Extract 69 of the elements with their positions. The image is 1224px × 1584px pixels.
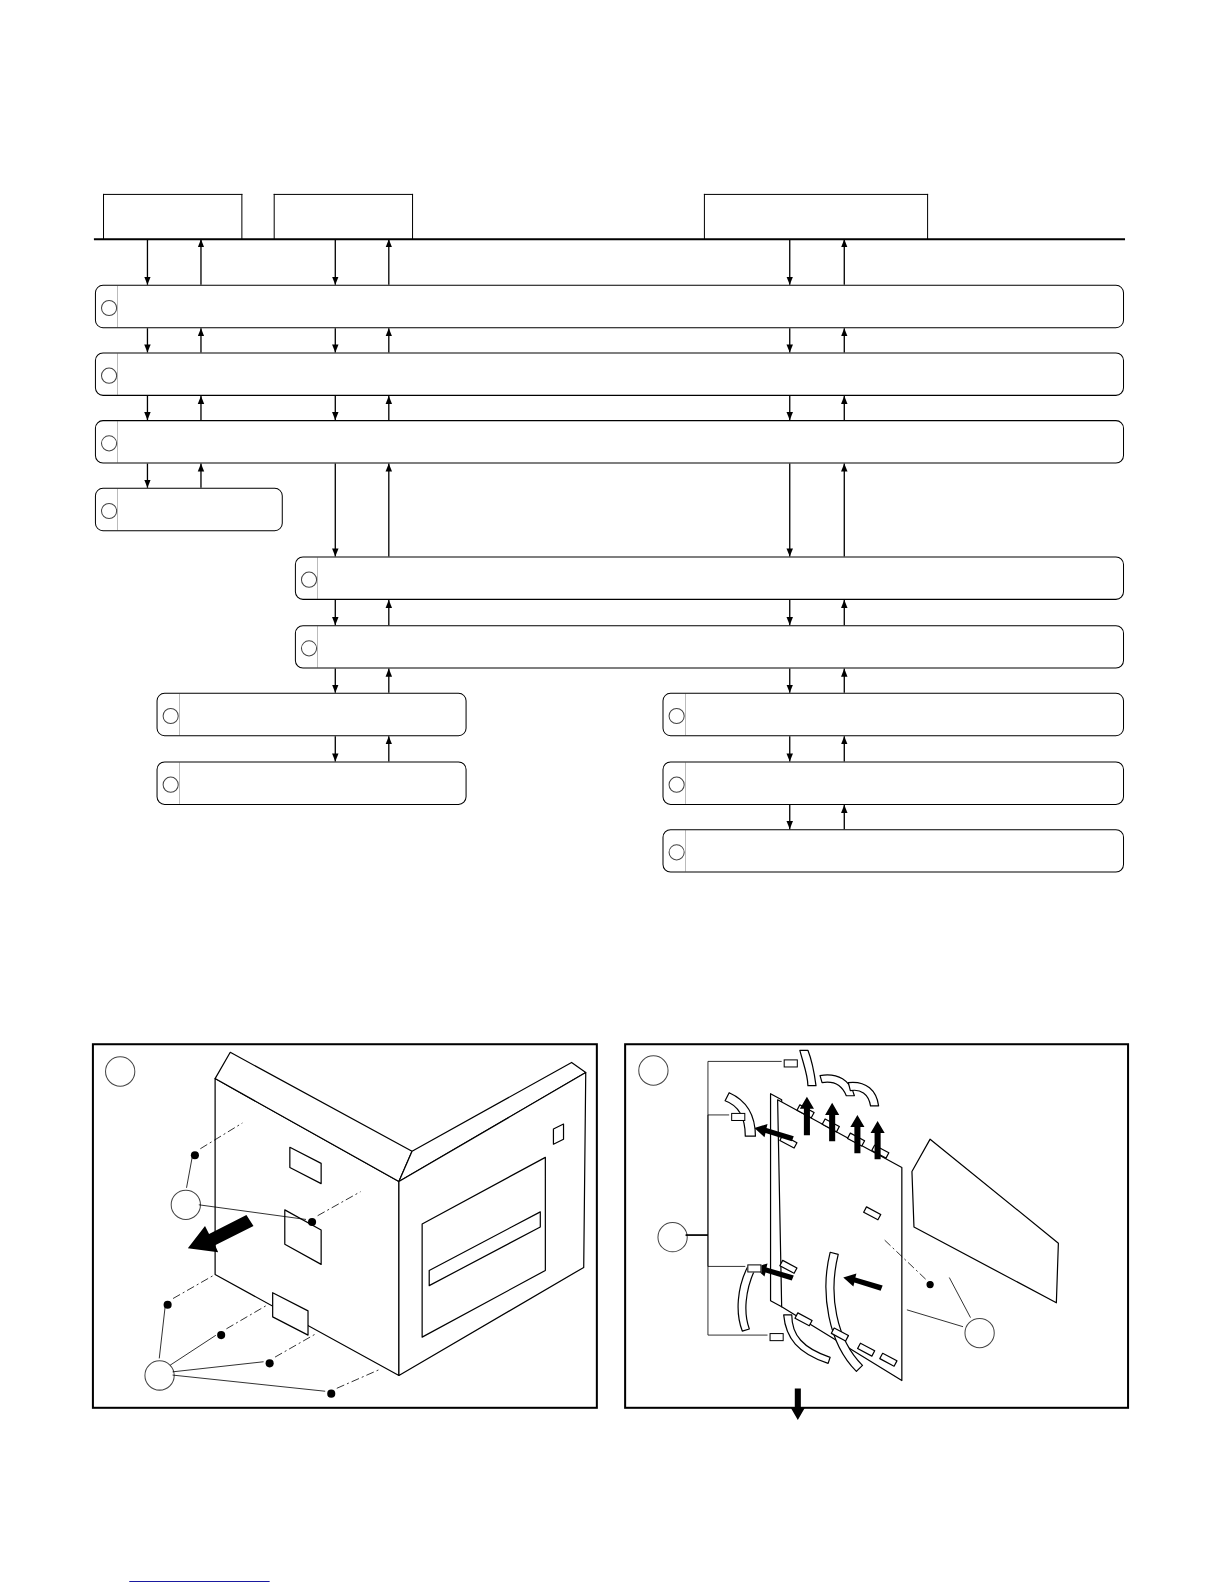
arrow — [786, 395, 793, 421]
process-box — [662, 761, 1124, 805]
leader-line — [198, 1204, 307, 1220]
arrow — [332, 395, 339, 421]
leader-line — [172, 1361, 264, 1373]
leader-line — [906, 1309, 964, 1328]
process-box — [94, 352, 1124, 396]
process-box — [156, 761, 467, 805]
arrow — [332, 462, 339, 558]
screw-icon — [190, 1151, 199, 1160]
arrow — [786, 667, 793, 694]
arrow — [332, 735, 339, 763]
arrow — [385, 667, 393, 694]
process-box — [156, 692, 467, 737]
connector-icon — [783, 1059, 798, 1068]
leader-line — [186, 1156, 193, 1189]
leader-line — [158, 1306, 166, 1359]
arrow — [385, 238, 393, 286]
arrow — [841, 599, 848, 626]
arrow — [144, 395, 151, 421]
process-box — [94, 420, 1124, 464]
arrow — [841, 238, 848, 286]
screw-icon — [217, 1331, 226, 1340]
connector-icon — [747, 1264, 762, 1273]
arrow — [197, 238, 205, 286]
arrow — [385, 599, 393, 626]
screw-icon — [327, 1389, 336, 1398]
screw-icon — [163, 1300, 172, 1309]
process-box — [662, 692, 1124, 737]
screw-icon — [265, 1359, 274, 1368]
arrow — [841, 667, 848, 694]
arrow — [144, 238, 151, 286]
arrow — [841, 735, 848, 763]
arrow — [197, 462, 205, 489]
process-box — [294, 556, 1124, 600]
arrow — [841, 395, 848, 421]
arrow — [786, 599, 793, 626]
arrow — [786, 462, 793, 558]
process-box — [294, 625, 1124, 669]
arrow — [144, 327, 151, 354]
arrow — [332, 238, 339, 286]
tab-box — [103, 193, 243, 240]
process-box — [94, 284, 1124, 329]
tab-box — [273, 193, 414, 240]
connector-icon — [769, 1333, 784, 1342]
tab-box — [703, 193, 929, 240]
leader-line — [685, 1234, 768, 1336]
arrow — [332, 327, 339, 354]
process-box — [94, 487, 283, 532]
arrow — [841, 462, 848, 558]
arrow — [841, 804, 848, 830]
arrow — [332, 599, 339, 626]
arrow — [144, 462, 151, 489]
arrow — [786, 735, 793, 763]
arrow — [385, 327, 393, 354]
leader-line — [169, 1334, 217, 1366]
leader-line — [172, 1374, 326, 1392]
arrow — [786, 804, 793, 830]
arrow — [786, 327, 793, 354]
leader-line — [948, 1277, 971, 1319]
process-box — [662, 829, 1124, 873]
arrow — [385, 735, 393, 763]
arrow — [385, 462, 393, 558]
arrow — [332, 667, 339, 694]
arrow — [197, 327, 205, 354]
arrow — [841, 327, 848, 354]
arrow — [197, 395, 205, 421]
arrow — [385, 395, 393, 421]
arrow — [786, 238, 793, 286]
